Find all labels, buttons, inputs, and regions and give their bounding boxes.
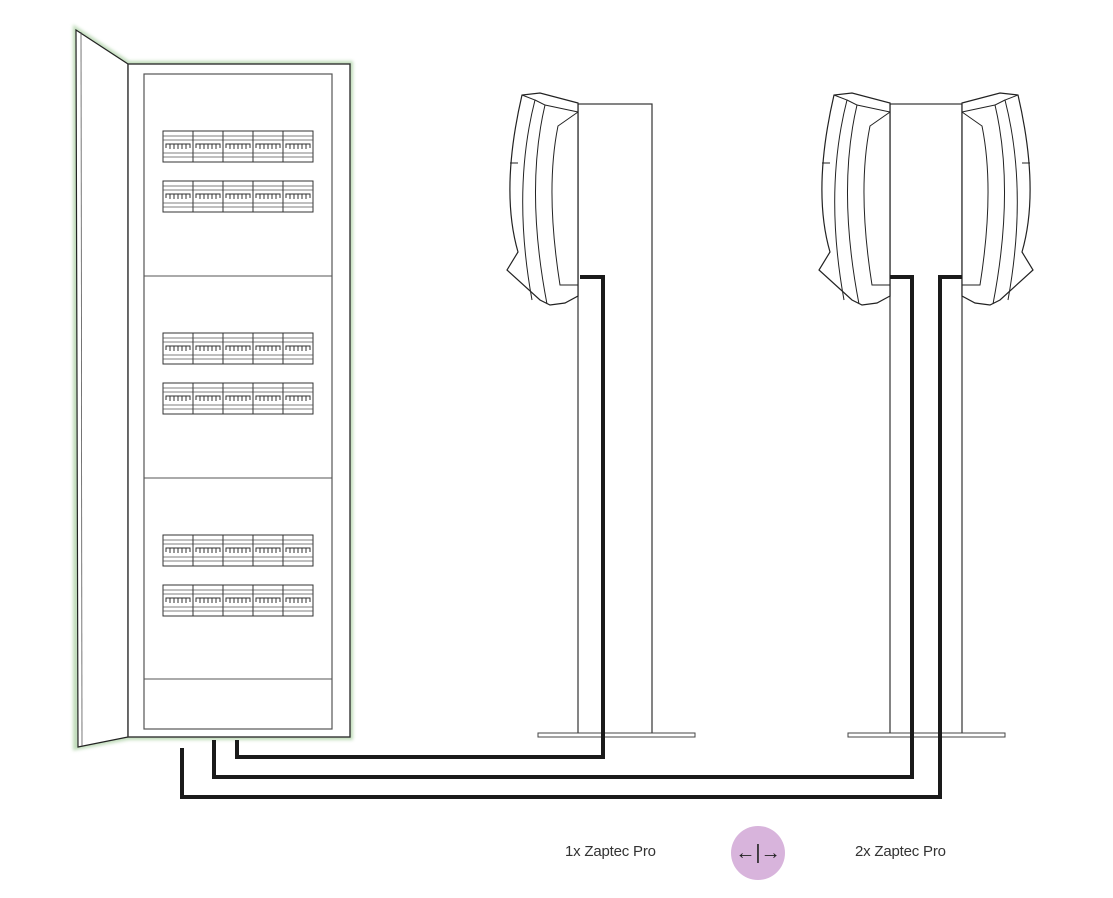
pedestal-post [889,103,963,736]
breaker-row [163,383,313,414]
distribution-cabinet [73,24,353,751]
label-single-charger: 1x Zaptec Pro [565,843,656,860]
zaptec-charger [506,92,579,306]
cabinet-door [75,28,129,748]
toggle-configuration-button[interactable]: ←|→ [731,826,785,880]
zaptec-charger-left [818,92,891,306]
arrows-left-right-divider-icon: ←|→ [735,841,781,864]
pedestal-base [537,732,696,738]
cable-station-2b [180,275,962,799]
cables [180,275,962,799]
zaptec-charger-right [961,92,1034,306]
charging-station-double [818,92,1034,738]
breaker-row [163,181,313,212]
breaker-row [163,535,313,566]
cable-station-2a [212,275,914,779]
pedestal-base [847,732,1006,738]
charging-station-single [506,92,696,738]
pedestal-post [577,103,653,736]
label-double-charger: 2x Zaptec Pro [855,843,946,860]
breaker-row [163,131,313,162]
breaker-row [163,333,313,364]
breaker-row [163,585,313,616]
cable-station-1 [235,275,605,759]
